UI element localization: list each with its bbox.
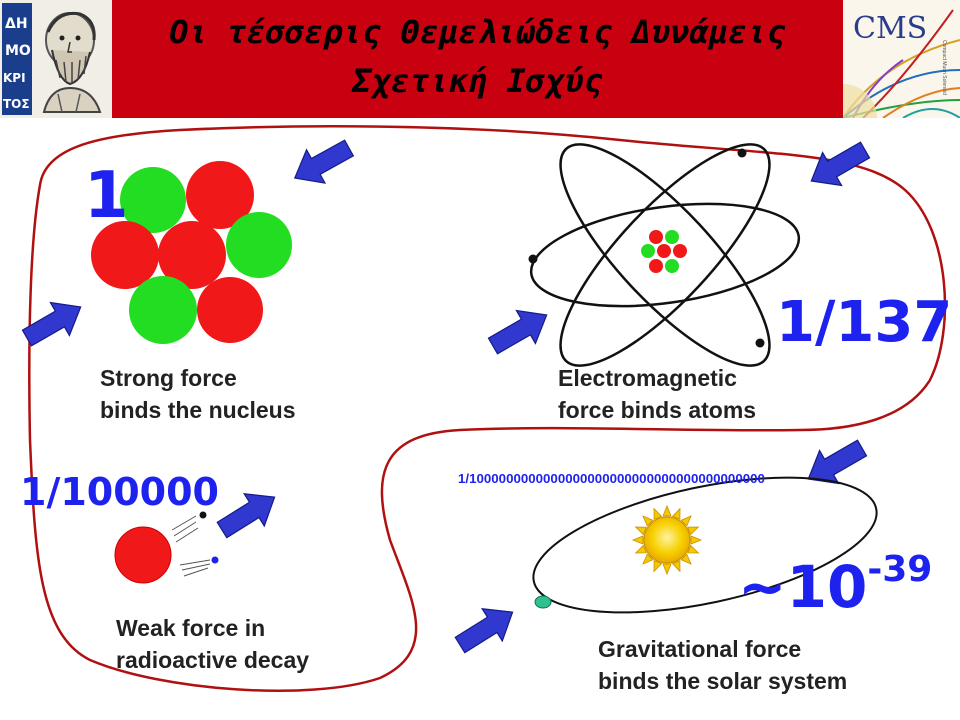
weak-caption-line-2: radioactive decay — [116, 647, 310, 673]
democritus-logo: ΔΗ ΜΟ ΚΡΙ ΤΟΣ — [0, 0, 112, 118]
arrow-weak — [216, 493, 276, 539]
neutron — [129, 276, 197, 344]
bust-illustration — [42, 11, 102, 113]
logo-letters-4: ΤΟΣ — [3, 97, 30, 111]
arrow-strong-bottom — [21, 301, 82, 347]
planet — [534, 595, 552, 609]
proton — [158, 221, 226, 289]
arrow-em-top — [810, 141, 871, 187]
strong-caption-line-1: Strong force — [100, 365, 237, 391]
slide-title-line-2: Σχετική Ισχύς — [352, 62, 603, 100]
arrow-em-bottom — [487, 309, 548, 355]
strong-force-caption: Strong force binds the nucleus — [100, 362, 296, 426]
electron — [755, 338, 765, 348]
cms-logo-subtext: Compact Muon Solenoid — [941, 40, 947, 95]
strong-caption-line-2: binds the nucleus — [100, 397, 296, 423]
emitted-electron — [199, 511, 207, 519]
logo-letters-1: ΔΗ — [5, 16, 28, 32]
proton — [197, 277, 263, 343]
cms-logo-text: CMS — [853, 11, 927, 46]
gravity-strength-approx: ~10-39 — [738, 549, 932, 627]
em-caption-line-1: Electromagnetic — [558, 365, 737, 391]
electron — [528, 254, 538, 264]
gravity-strength-exponent: -39 — [867, 549, 933, 590]
gravity-caption: Gravitational force binds the solar syst… — [598, 633, 847, 697]
arrow-grav-top — [807, 439, 868, 485]
gravity-caption-line-1: Gravitational force — [598, 636, 802, 662]
neutron — [120, 167, 186, 233]
strong-strength: 1 — [84, 159, 129, 233]
emitted-neutrino — [211, 556, 219, 564]
gravity-caption-line-2: binds the solar system — [598, 668, 848, 694]
atom-nucleus — [641, 230, 687, 273]
electron-orbit — [529, 202, 801, 308]
slide-title-line-1: Οι τέσσερις Θεμελιώδεις Δυνάμεις — [169, 13, 786, 51]
arrow-grav-bottom — [454, 608, 514, 654]
logo-letters-3: ΚΡΙ — [3, 71, 26, 85]
title-bar — [0, 0, 960, 118]
logo-letters-2: ΜΟ — [5, 43, 31, 59]
grouping-outline — [28, 125, 947, 692]
atom — [529, 143, 801, 367]
em-strength: 1/137 — [776, 290, 953, 355]
sun-icon — [631, 504, 703, 576]
weak-force-caption: Weak force in radioactive decay — [116, 612, 309, 676]
electron — [737, 148, 747, 158]
arrow-strong-top — [293, 139, 355, 184]
electron-orbit — [559, 143, 771, 367]
democritus-logo-art: ΔΗ ΜΟ ΚΡΙ ΤΟΣ — [0, 0, 112, 118]
weak-strength: 1/100000 — [20, 470, 219, 514]
weak-caption-line-1: Weak force in — [116, 615, 266, 641]
proton — [186, 161, 254, 229]
planet-orbit — [532, 476, 878, 614]
nucleus — [91, 161, 292, 344]
neutron — [226, 212, 292, 278]
gravity-strength-full: 1/10000000000000000000000000000000000000… — [458, 471, 765, 486]
weak-decay — [114, 511, 219, 584]
gravity-strength-base: ~10 — [738, 553, 868, 621]
em-caption-line-2: force binds atoms — [558, 397, 757, 423]
electron-orbit — [559, 143, 771, 367]
electrons — [528, 148, 765, 348]
solar-system — [532, 476, 878, 614]
em-force-caption: Electromagnetic force binds atoms — [558, 362, 756, 426]
proton — [91, 221, 159, 289]
